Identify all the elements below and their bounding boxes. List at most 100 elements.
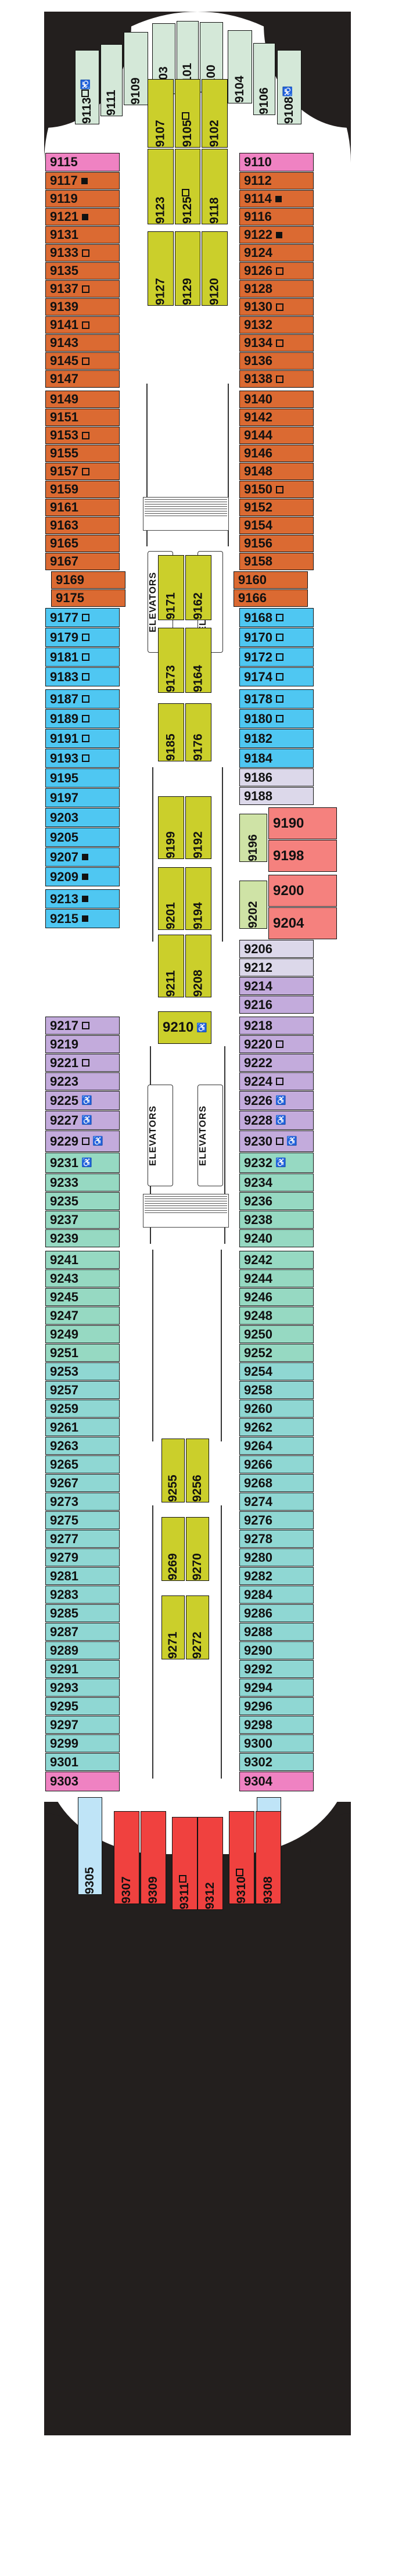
cabin-9139[interactable]: 9139 bbox=[45, 298, 120, 316]
cabin-9208[interactable]: 9208 bbox=[185, 935, 211, 997]
cabin-9158[interactable]: 9158 bbox=[239, 553, 314, 570]
cabin-9160[interactable]: 9160 bbox=[234, 571, 308, 589]
cabin-9198[interactable]: 9198 bbox=[268, 840, 337, 872]
cabin-9154[interactable]: 9154 bbox=[239, 517, 314, 534]
cabin-9231[interactable]: 9231♿ bbox=[45, 1153, 120, 1173]
cabin-9105[interactable]: 9105 bbox=[175, 79, 200, 148]
cabin-9179[interactable]: 9179 bbox=[45, 628, 120, 647]
cabin-9301[interactable]: 9301 bbox=[45, 1753, 120, 1771]
cabin-9114[interactable]: 9114 bbox=[239, 190, 314, 207]
cabin-9297[interactable]: 9297 bbox=[45, 1716, 120, 1734]
cabin-9199[interactable]: 9199 bbox=[158, 796, 184, 859]
cabin-9255[interactable]: 9255 bbox=[161, 1439, 185, 1502]
cabin-9134[interactable]: 9134 bbox=[239, 334, 314, 352]
cabin-9132[interactable]: 9132 bbox=[239, 316, 314, 334]
cabin-9193[interactable]: 9193 bbox=[45, 749, 120, 768]
cabin-9197[interactable]: 9197 bbox=[45, 788, 120, 807]
cabin-9162[interactable]: 9162 bbox=[185, 555, 211, 620]
cabin-9165[interactable]: 9165 bbox=[45, 535, 120, 552]
cabin-9137[interactable]: 9137 bbox=[45, 280, 120, 298]
cabin-9222[interactable]: 9222 bbox=[239, 1054, 314, 1072]
cabin-9204[interactable]: 9204 bbox=[268, 907, 337, 939]
cabin-9115[interactable]: 9115 bbox=[45, 153, 120, 171]
cabin-9201[interactable]: 9201 bbox=[158, 867, 184, 930]
cabin-9170[interactable]: 9170 bbox=[239, 628, 314, 647]
cabin-9305[interactable]: 9305 bbox=[78, 1797, 102, 1895]
cabin-9205[interactable]: 9205 bbox=[45, 828, 120, 847]
cabin-9235[interactable]: 9235 bbox=[45, 1192, 120, 1210]
cabin-9312[interactable]: 9312 bbox=[198, 1817, 223, 1910]
cabin-9274[interactable]: 9274 bbox=[239, 1493, 314, 1511]
cabin-9111[interactable]: 9111 bbox=[100, 44, 123, 116]
cabin-9267[interactable]: 9267 bbox=[45, 1474, 120, 1492]
cabin-9146[interactable]: 9146 bbox=[239, 445, 314, 462]
cabin-9217[interactable]: 9217 bbox=[45, 1017, 120, 1035]
cabin-9279[interactable]: 9279 bbox=[45, 1548, 120, 1566]
cabin-9177[interactable]: 9177 bbox=[45, 608, 120, 627]
cabin-9242[interactable]: 9242 bbox=[239, 1251, 314, 1269]
cabin-9268[interactable]: 9268 bbox=[239, 1474, 314, 1492]
cabin-9125[interactable]: 9125 bbox=[175, 149, 200, 224]
cabin-9172[interactable]: 9172 bbox=[239, 647, 314, 667]
cabin-9182[interactable]: 9182 bbox=[239, 729, 314, 748]
cabin-9309[interactable]: 9309 bbox=[141, 1811, 166, 1904]
cabin-9245[interactable]: 9245 bbox=[45, 1288, 120, 1306]
cabin-9307[interactable]: 9307 bbox=[114, 1811, 139, 1904]
cabin-9214[interactable]: 9214 bbox=[239, 977, 314, 995]
cabin-9178[interactable]: 9178 bbox=[239, 689, 314, 709]
cabin-9292[interactable]: 9292 bbox=[239, 1660, 314, 1678]
cabin-9210[interactable]: 9210♿ bbox=[158, 1011, 211, 1044]
cabin-9166[interactable]: 9166 bbox=[234, 589, 308, 607]
cabin-9117[interactable]: 9117 bbox=[45, 172, 120, 189]
cabin-9150[interactable]: 9150 bbox=[239, 481, 314, 498]
cabin-9276[interactable]: 9276 bbox=[239, 1511, 314, 1529]
cabin-9215[interactable]: 9215 bbox=[45, 909, 120, 928]
cabin-9300[interactable]: 9300 bbox=[239, 1734, 314, 1752]
cabin-9286[interactable]: 9286 bbox=[239, 1604, 314, 1622]
cabin-9285[interactable]: 9285 bbox=[45, 1604, 120, 1622]
cabin-9228[interactable]: 9228♿ bbox=[239, 1111, 314, 1130]
cabin-9218[interactable]: 9218 bbox=[239, 1017, 314, 1035]
cabin-9120[interactable]: 9120 bbox=[202, 231, 228, 306]
cabin-9203[interactable]: 9203 bbox=[45, 808, 120, 827]
cabin-9161[interactable]: 9161 bbox=[45, 499, 120, 516]
cabin-9112[interactable]: 9112 bbox=[239, 172, 314, 189]
cabin-9140[interactable]: 9140 bbox=[239, 391, 314, 408]
cabin-9246[interactable]: 9246 bbox=[239, 1288, 314, 1306]
cabin-9126[interactable]: 9126 bbox=[239, 262, 314, 280]
cabin-9116[interactable]: 9116 bbox=[239, 208, 314, 226]
cabin-9282[interactable]: 9282 bbox=[239, 1567, 314, 1585]
cabin-9269[interactable]: 9269 bbox=[161, 1517, 185, 1581]
cabin-9207[interactable]: 9207 bbox=[45, 847, 120, 867]
cabin-9254[interactable]: 9254 bbox=[239, 1362, 314, 1380]
cabin-9311[interactable]: 9311 bbox=[172, 1817, 198, 1910]
cabin-9102[interactable]: 9102 bbox=[202, 79, 228, 148]
cabin-9149[interactable]: 9149 bbox=[45, 391, 120, 408]
cabin-9308[interactable]: 9308 bbox=[256, 1811, 281, 1904]
cabin-9144[interactable]: 9144 bbox=[239, 427, 314, 444]
cabin-9233[interactable]: 9233 bbox=[45, 1173, 120, 1192]
cabin-9167[interactable]: 9167 bbox=[45, 553, 120, 570]
cabin-9241[interactable]: 9241 bbox=[45, 1251, 120, 1269]
cabin-9213[interactable]: 9213 bbox=[45, 889, 120, 908]
cabin-9142[interactable]: 9142 bbox=[239, 409, 314, 426]
cabin-9227[interactable]: 9227♿ bbox=[45, 1111, 120, 1130]
cabin-9251[interactable]: 9251 bbox=[45, 1344, 120, 1362]
cabin-9271[interactable]: 9271 bbox=[161, 1595, 185, 1659]
cabin-9262[interactable]: 9262 bbox=[239, 1418, 314, 1436]
cabin-9153[interactable]: 9153 bbox=[45, 427, 120, 444]
cabin-9288[interactable]: 9288 bbox=[239, 1623, 314, 1641]
cabin-9298[interactable]: 9298 bbox=[239, 1716, 314, 1734]
cabin-9187[interactable]: 9187 bbox=[45, 689, 120, 709]
cabin-9266[interactable]: 9266 bbox=[239, 1455, 314, 1473]
cabin-9252[interactable]: 9252 bbox=[239, 1344, 314, 1362]
cabin-9206[interactable]: 9206 bbox=[239, 940, 314, 958]
cabin-9221[interactable]: 9221 bbox=[45, 1054, 120, 1072]
cabin-9263[interactable]: 9263 bbox=[45, 1437, 120, 1455]
cabin-9296[interactable]: 9296 bbox=[239, 1697, 314, 1715]
cabin-9190[interactable]: 9190 bbox=[268, 807, 337, 839]
cabin-9159[interactable]: 9159 bbox=[45, 481, 120, 498]
cabin-9122[interactable]: 9122 bbox=[239, 226, 314, 244]
cabin-9107[interactable]: 9107 bbox=[148, 79, 174, 148]
cabin-9248[interactable]: 9248 bbox=[239, 1307, 314, 1325]
